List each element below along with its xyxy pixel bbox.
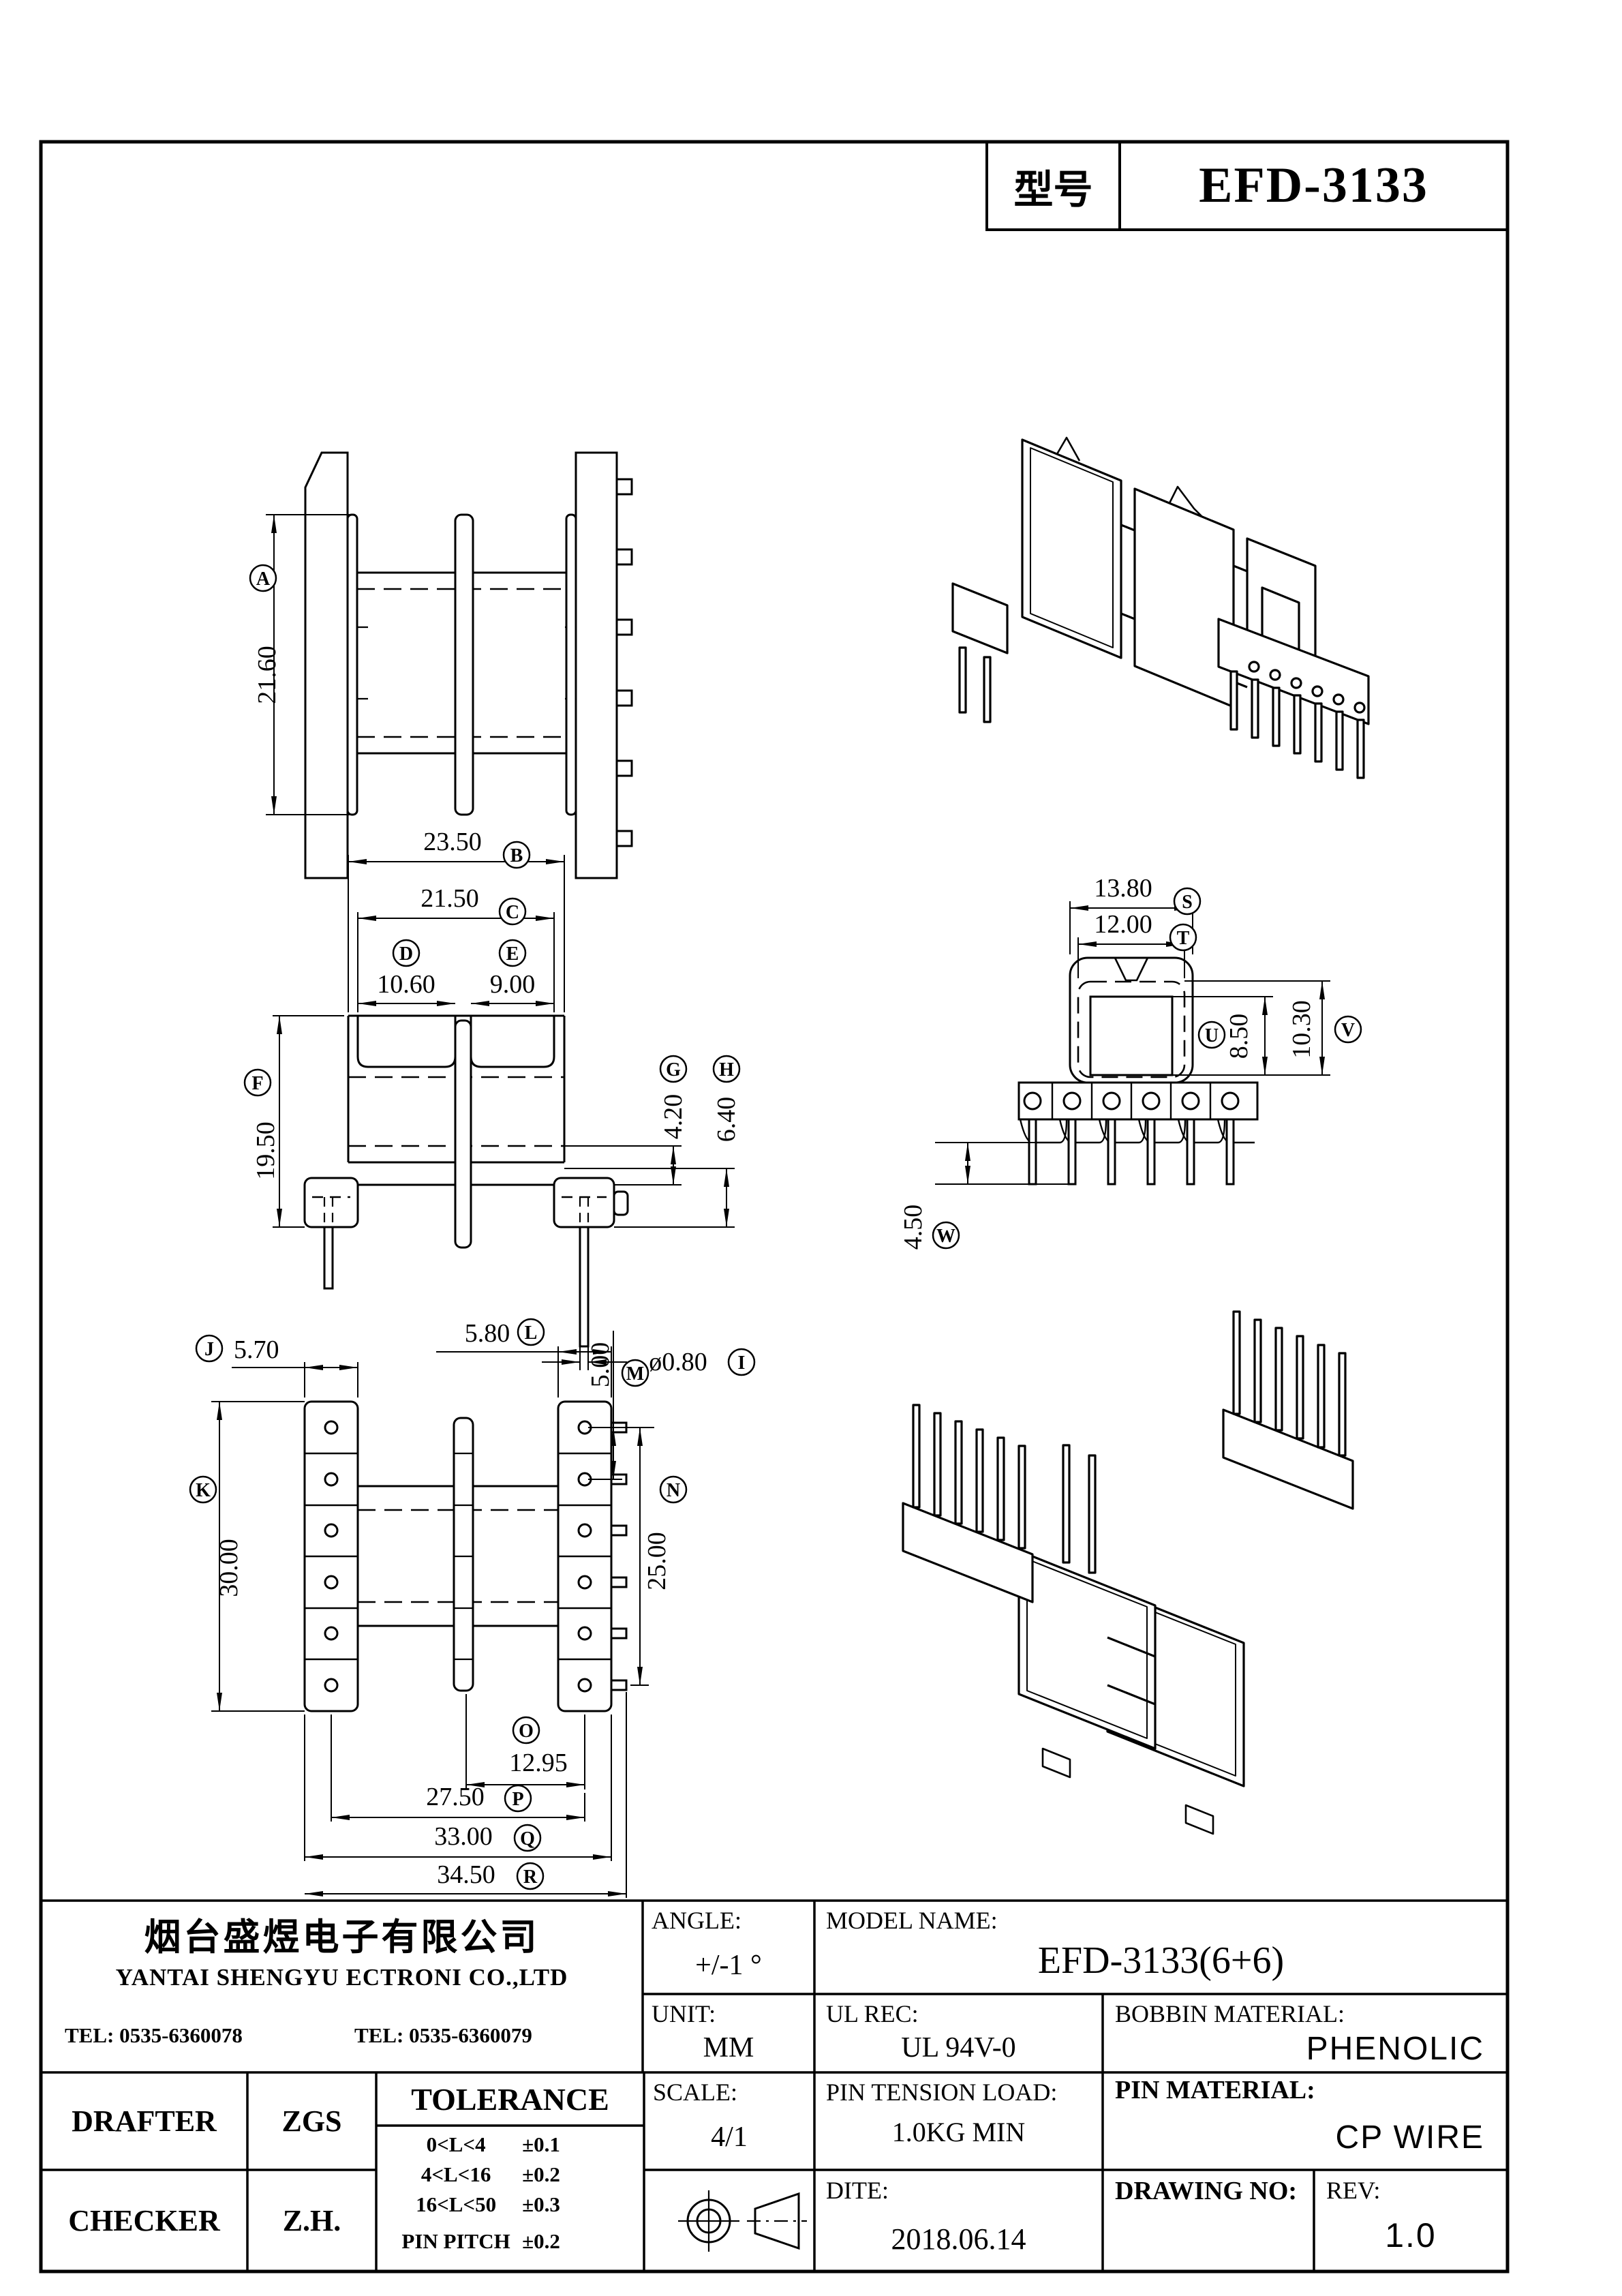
- dim-S-value: 13.80: [1094, 874, 1152, 903]
- dim-V-value: 10.30: [1287, 1000, 1316, 1059]
- dim-T-value: 12.00: [1094, 910, 1152, 939]
- tolerance-table: 0<L<4 ±0.1 4<L<16 ±0.2 16<L<50 ±0.3 PIN …: [390, 2132, 630, 2259]
- company-name-en: YANTAI SHENGYU ECTRONI CO.,LTD: [115, 1964, 568, 1991]
- tolerance-title: TOLERANCE: [411, 2081, 609, 2117]
- drawing-no-label: DRAWING NO:: [1115, 2177, 1298, 2205]
- company-tel-right: TEL: 0535-6360079: [354, 2023, 532, 2047]
- dim-E-value: 9.00: [490, 970, 536, 999]
- rev-label: REV:: [1326, 2177, 1381, 2204]
- unit-value: MM: [703, 2032, 754, 2064]
- dim-S-letter: S: [1182, 892, 1193, 913]
- drafter-value: ZGS: [281, 2104, 342, 2138]
- dim-R-value: 34.50: [437, 1860, 495, 1889]
- model-name-label: MODEL NAME:: [826, 1907, 998, 1934]
- dim-F-letter: F: [251, 1073, 263, 1094]
- dim-U-letter: U: [1205, 1025, 1219, 1046]
- bobbin-material-value: PHENOLIC: [1306, 2031, 1484, 2067]
- model-code-value: EFD-3133: [1199, 157, 1428, 213]
- angle-label: ANGLE:: [652, 1907, 741, 1934]
- dim-W-value: 4.50: [899, 1205, 928, 1250]
- dim-O-value: 12.95: [509, 1749, 568, 1777]
- dim-H-letter: H: [719, 1059, 734, 1081]
- dim-G-letter: G: [666, 1059, 681, 1081]
- checker-value: Z.H.: [282, 2204, 341, 2237]
- ul-rec-value: UL 94V-0: [901, 2032, 1016, 2064]
- dim-A-value: 21.60: [253, 646, 281, 704]
- pin-tension-value: 1.0KG MIN: [891, 2116, 1026, 2147]
- dim-R-letter: R: [523, 1867, 538, 1888]
- front-view-dims: 23.50 B 21.50 C D 10.60 E 9.00 F 19.50 G…: [243, 828, 756, 1376]
- dim-B-value: 23.50: [423, 828, 482, 856]
- dim-U-value: 8.50: [1225, 1014, 1253, 1059]
- scale-value: 4/1: [711, 2121, 748, 2153]
- dim-Q-letter: Q: [520, 1828, 535, 1849]
- date-value: 2018.06.14: [891, 2222, 1026, 2256]
- dim-D-value: 10.60: [377, 970, 435, 999]
- dim-A-letter: A: [256, 569, 271, 590]
- dim-N-letter: N: [667, 1480, 680, 1501]
- model-code-label: 型号: [1013, 167, 1093, 212]
- dim-G-value: 4.20: [659, 1094, 688, 1140]
- dim-M-value: 5.00: [586, 1342, 615, 1388]
- isometric-view-top: [951, 436, 1370, 779]
- tolerance-row: 0<L<4 ±0.1: [426, 2132, 560, 2156]
- dim-L-value: 5.80: [465, 1319, 510, 1348]
- dim-B-letter: B: [510, 845, 523, 866]
- dim-J-letter: J: [204, 1339, 214, 1360]
- dim-L-letter: L: [525, 1323, 538, 1344]
- dim-O-letter: O: [519, 1721, 534, 1742]
- isometric-view-bottom: [902, 1310, 1354, 1835]
- pin-tension-label: PIN TENSION LOAD:: [826, 2079, 1058, 2106]
- dim-P-value: 27.50: [426, 1783, 485, 1811]
- dim-A: A 21.60: [249, 514, 353, 815]
- dim-Q-value: 33.00: [434, 1822, 493, 1851]
- dim-V-letter: V: [1341, 1020, 1355, 1041]
- dim-I-value: ø0.80: [649, 1348, 707, 1376]
- dim-N-value: 25.00: [643, 1532, 671, 1590]
- ul-rec-label: UL REC:: [826, 2000, 919, 2027]
- dim-C-letter: C: [506, 902, 519, 923]
- plan-view: [303, 1400, 628, 1712]
- projection-symbol-icon: [678, 2190, 807, 2252]
- dim-D-letter: D: [399, 943, 413, 965]
- dim-I-letter: I: [738, 1353, 746, 1374]
- dim-F-value: 19.50: [251, 1121, 280, 1180]
- front-view: [303, 1014, 629, 1348]
- dim-M-letter: M: [626, 1363, 644, 1385]
- tolerance-row: 4<L<16 ±0.2: [420, 2162, 560, 2186]
- dim-P-letter: P: [512, 1789, 523, 1810]
- angle-value: +/-1 °: [695, 1950, 762, 1981]
- drafter-label: DRAFTER: [72, 2104, 217, 2138]
- unit-label: UNIT:: [652, 2000, 716, 2027]
- rev-value: 1.0: [1385, 2216, 1437, 2254]
- company-tel-left: TEL: 0535-6360078: [65, 2023, 243, 2047]
- dim-J-value: 5.70: [234, 1335, 279, 1364]
- end-view: [1017, 956, 1259, 1185]
- dim-C-value: 21.50: [420, 884, 479, 913]
- side-view: [304, 451, 633, 879]
- pin-material-label: PIN MATERIAL:: [1115, 2076, 1315, 2104]
- sheet-frame: [39, 140, 1510, 2274]
- bobbin-material-label: BOBBIN MATERIAL:: [1115, 2000, 1345, 2027]
- scale-label: SCALE:: [653, 2079, 738, 2106]
- dim-H-value: 6.40: [712, 1097, 741, 1143]
- info-table-grid: [41, 1899, 1508, 2271]
- model-name-value: EFD-3133(6+6): [1037, 1939, 1285, 1982]
- plan-view-dims: J 5.70 5.80 L 5.00 M 25.00 N K 30.00 O 1…: [189, 1318, 688, 1898]
- date-label: DITE:: [826, 2177, 889, 2204]
- tolerance-row: 16<L<50 ±0.3: [416, 2192, 560, 2216]
- pin-material-value: CP WIRE: [1335, 2119, 1484, 2156]
- dim-E-letter: E: [506, 943, 519, 965]
- company-name-cn: 烟台盛煜电子有限公司: [144, 1916, 540, 1958]
- dim-T-letter: T: [1177, 928, 1190, 949]
- dim-W-letter: W: [936, 1226, 955, 1247]
- end-view-dims: 13.80 S 12.00 T U 8.50 10.30 V 4.50 W: [899, 874, 1362, 1250]
- dim-K-value: 30.00: [215, 1539, 243, 1597]
- checker-label: CHECKER: [68, 2204, 220, 2237]
- dim-K-letter: K: [196, 1480, 211, 1501]
- tolerance-row: PIN PITCH ±0.2: [401, 2229, 560, 2253]
